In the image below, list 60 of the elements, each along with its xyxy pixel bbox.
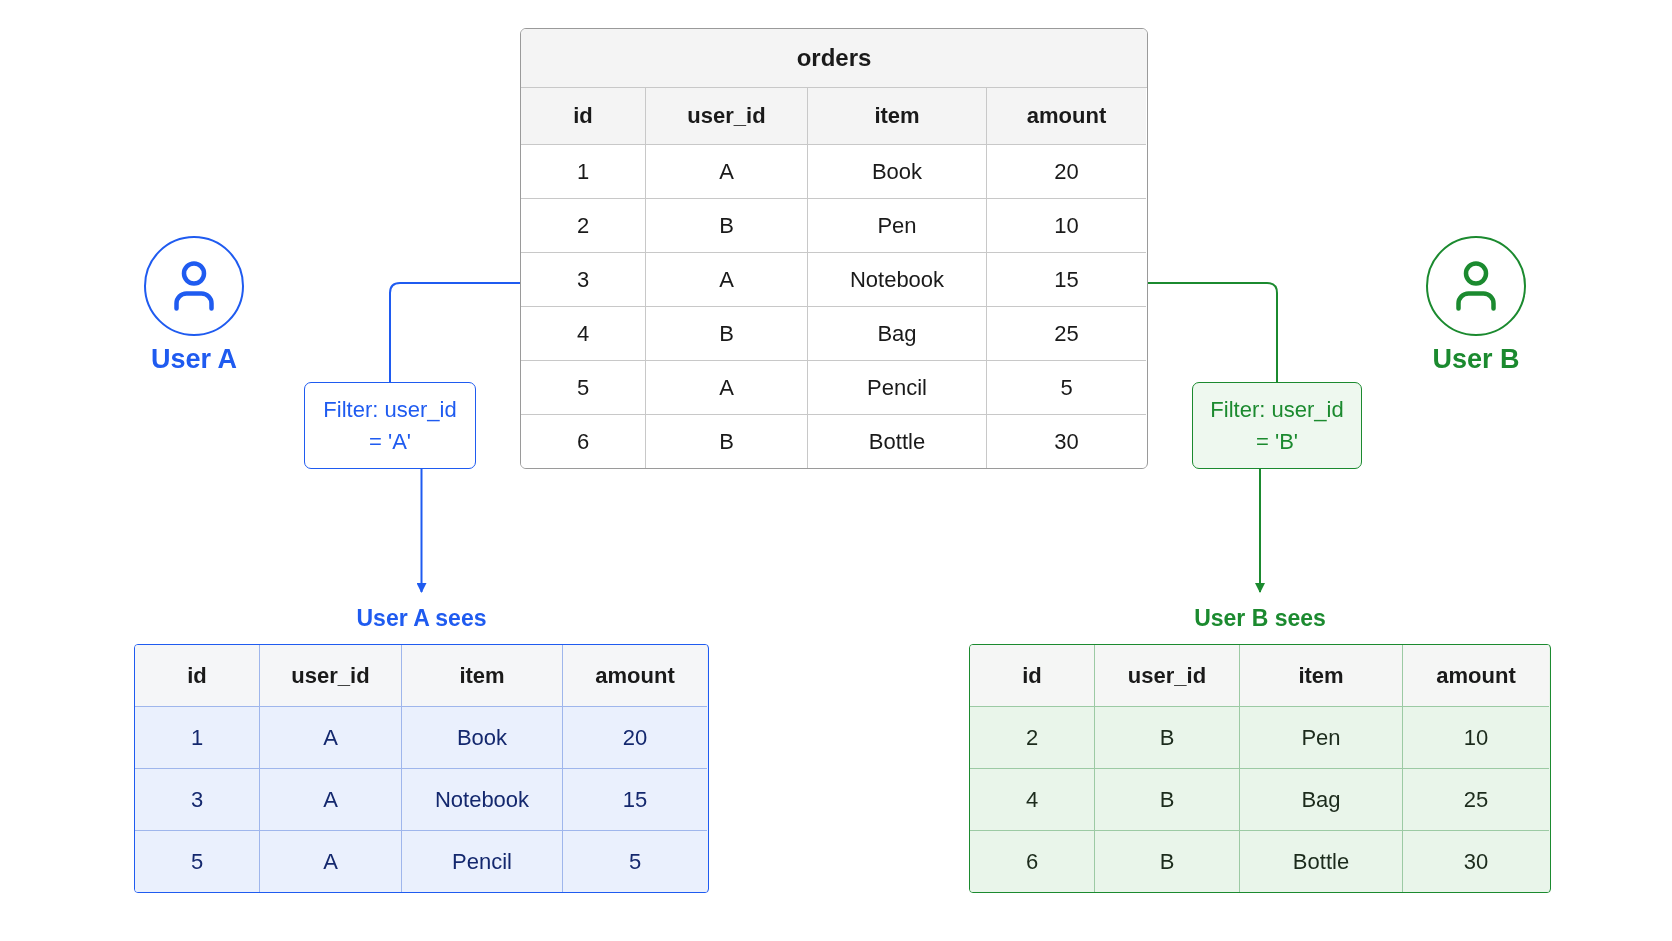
table-cell: Notebook bbox=[808, 252, 987, 306]
column-header: user_id bbox=[260, 645, 402, 706]
table-cell: Pencil bbox=[808, 360, 987, 414]
table-cell: B bbox=[646, 198, 808, 252]
table-cell: A bbox=[260, 768, 402, 830]
table-cell: 3 bbox=[521, 252, 646, 306]
column-header: id bbox=[135, 645, 260, 706]
table-cell: A bbox=[260, 830, 402, 892]
table-cell: Book bbox=[808, 144, 987, 198]
table-cell: Bottle bbox=[808, 414, 987, 468]
table-cell: 1 bbox=[135, 706, 260, 768]
column-header: item bbox=[808, 88, 987, 144]
table-cell: 1 bbox=[521, 144, 646, 198]
table-cell: Pen bbox=[808, 198, 987, 252]
table-cell: Pencil bbox=[402, 830, 563, 892]
table-cell: 4 bbox=[970, 768, 1095, 830]
column-header: item bbox=[402, 645, 563, 706]
table-cell: A bbox=[260, 706, 402, 768]
filter-box: Filter: user_id = 'A' bbox=[304, 382, 476, 469]
table-title: User A sees bbox=[356, 604, 487, 632]
column-header: amount bbox=[987, 88, 1146, 144]
table-cell: B bbox=[646, 414, 808, 468]
column-header: amount bbox=[563, 645, 707, 706]
table-cell: 30 bbox=[1403, 830, 1549, 892]
column-header: id bbox=[970, 645, 1095, 706]
table-cell: 5 bbox=[521, 360, 646, 414]
column-header: user_id bbox=[1095, 645, 1240, 706]
table-cell: Book bbox=[402, 706, 563, 768]
table-title: orders bbox=[521, 29, 1147, 88]
table-cell: A bbox=[646, 252, 808, 306]
filter-box: Filter: user_id = 'B' bbox=[1192, 382, 1362, 469]
column-header: user_id bbox=[646, 88, 808, 144]
connector-arrow bbox=[1255, 468, 1265, 593]
user-label: User B bbox=[1431, 344, 1521, 375]
table-cell: Pen bbox=[1240, 706, 1403, 768]
table-cell: Bag bbox=[1240, 768, 1403, 830]
column-header: id bbox=[521, 88, 646, 144]
table-cell: A bbox=[646, 144, 808, 198]
table-cell: 5 bbox=[563, 830, 707, 892]
table-cell: 5 bbox=[135, 830, 260, 892]
table-cell: 6 bbox=[970, 830, 1095, 892]
table-cell: B bbox=[1095, 830, 1240, 892]
table-cell: 30 bbox=[987, 414, 1146, 468]
user-label: User A bbox=[149, 344, 238, 375]
table-cell: Bag bbox=[808, 306, 987, 360]
connector-arrow bbox=[416, 468, 427, 593]
table-cell: 3 bbox=[135, 768, 260, 830]
table-cell: B bbox=[1095, 706, 1240, 768]
table-cell: 2 bbox=[521, 198, 646, 252]
table-cell: A bbox=[646, 360, 808, 414]
table-cell: B bbox=[646, 306, 808, 360]
column-header: item bbox=[1240, 645, 1403, 706]
table-cell: 6 bbox=[521, 414, 646, 468]
column-header: amount bbox=[1403, 645, 1549, 706]
table-cell: Bottle bbox=[1240, 830, 1403, 892]
table-cell: Notebook bbox=[402, 768, 563, 830]
table-cell: B bbox=[1095, 768, 1240, 830]
table-title: User B sees bbox=[1194, 604, 1326, 632]
table-cell: 4 bbox=[521, 306, 646, 360]
table-cell: 2 bbox=[970, 706, 1095, 768]
